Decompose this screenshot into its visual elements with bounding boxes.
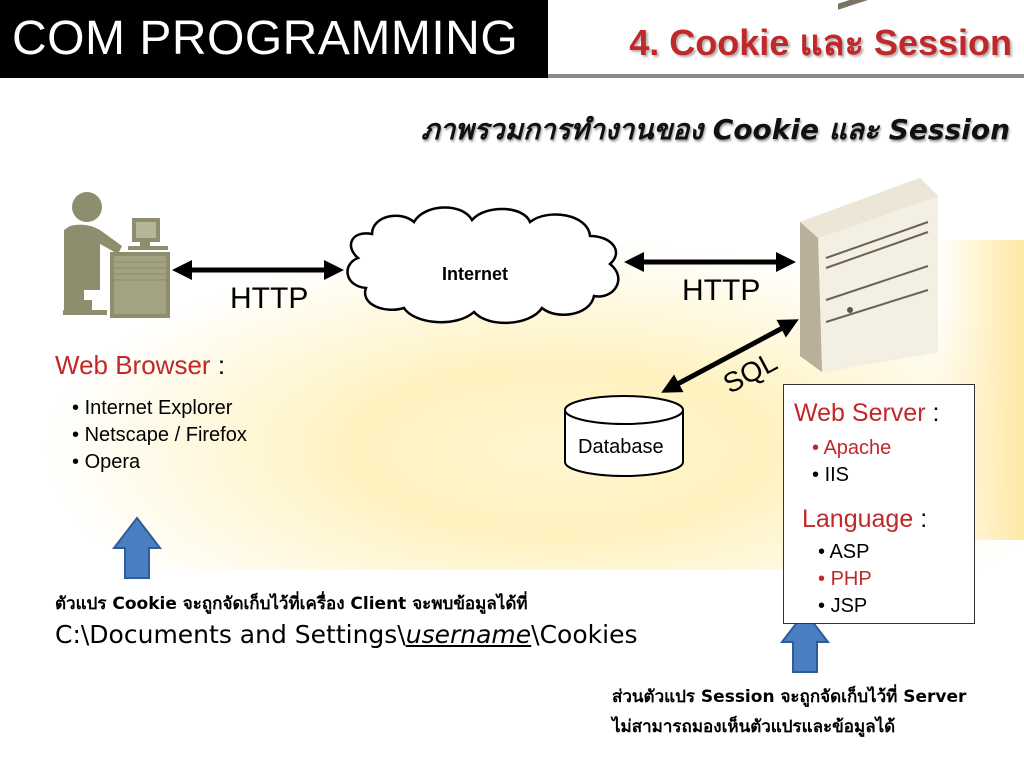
- cookie-note: ตัวแปร Cookie จะถูกจัดเก็บไว้ที่เครื่อง …: [55, 594, 528, 614]
- language-heading: Language :: [802, 505, 927, 534]
- web-browser-colon: :: [217, 350, 226, 380]
- language-title: Language: [802, 505, 914, 533]
- session-note-line2: ไม่สามารถมองเห็นตัวแปรและข้อมูลได้: [612, 717, 896, 737]
- list-item: PHP: [818, 566, 872, 593]
- cookie-path-suffix: \Cookies: [531, 620, 638, 649]
- server-list: Apache IIS: [812, 435, 891, 489]
- http-label-left: HTTP: [230, 282, 309, 315]
- list-item: ASP: [818, 539, 872, 566]
- slide-subtitle: ภาพรวมการทำงานของ Cookie และ Session: [421, 113, 1010, 146]
- web-server-colon: :: [932, 399, 940, 427]
- cookie-path-username: username: [405, 620, 532, 649]
- database-label: Database: [578, 436, 664, 458]
- cookie-path-prefix: C:\Documents and Settings\: [55, 620, 406, 649]
- list-item: Opera: [72, 449, 247, 476]
- web-browser-heading: Web Browser :: [55, 350, 225, 381]
- session-note: ส่วนตัวแปร Session จะถูกจัดเก็บไว้ที่ Se…: [612, 682, 966, 742]
- list-item: IIS: [812, 462, 891, 489]
- list-item: Internet Explorer: [72, 395, 247, 422]
- header-rule: [548, 74, 1024, 78]
- web-server-title: Web Server: [794, 399, 926, 427]
- server-info-box: Web Server : Apache IIS Language : ASP P…: [783, 384, 975, 624]
- database-cylinder-icon: [564, 395, 684, 477]
- list-item: Apache: [812, 435, 891, 462]
- slide-header: COM PROGRAMMING 4. Cookie และ Session: [0, 0, 1024, 78]
- app-title: COM PROGRAMMING: [0, 0, 548, 78]
- language-list: ASP PHP JSP: [818, 539, 872, 620]
- up-arrow-icon: [111, 516, 163, 579]
- web-browser-title: Web Browser: [55, 350, 211, 380]
- slide-topic: 4. Cookie และ Session: [629, 22, 1012, 63]
- http-label-right: HTTP: [682, 274, 761, 307]
- user-at-computer-icon: [63, 192, 170, 318]
- language-colon: :: [920, 505, 928, 533]
- list-item: JSP: [818, 593, 872, 620]
- browser-list: Internet Explorer Netscape / Firefox Ope…: [72, 395, 247, 476]
- cloud-icon: [346, 206, 620, 324]
- sql-arrow: [661, 319, 799, 393]
- internet-label: Internet: [442, 264, 509, 284]
- cookie-path: C:\Documents and Settings\username\Cooki…: [55, 620, 637, 649]
- session-note-line1: ส่วนตัวแปร Session จะถูกจัดเก็บไว้ที่ Se…: [612, 687, 967, 707]
- server-tower-icon: [800, 0, 938, 372]
- web-server-heading: Web Server :: [794, 399, 939, 428]
- up-arrow-icon: [779, 610, 831, 673]
- list-item: Netscape / Firefox: [72, 422, 247, 449]
